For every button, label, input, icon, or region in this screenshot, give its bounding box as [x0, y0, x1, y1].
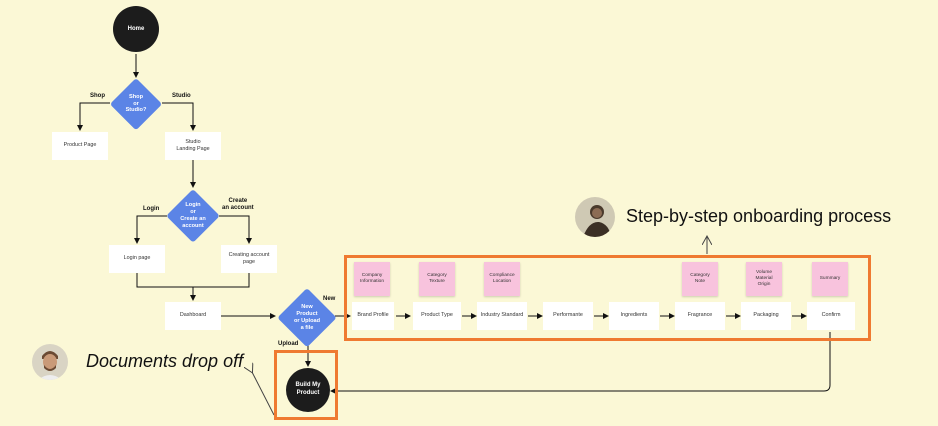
edge-shop [77, 102, 110, 131]
home-node[interactable]: Home [113, 6, 159, 52]
sticky-compliance-location[interactable]: Compliance Location [484, 262, 520, 296]
step-product-type[interactable]: Product Type [413, 302, 461, 330]
documents-annotation: Documents drop off [86, 351, 244, 371]
sticky-volume-material-origin[interactable]: Volume Material Origin [746, 262, 782, 296]
onboarding-highlight-frame [344, 255, 871, 341]
edge-label-shop: Shop [90, 93, 105, 99]
edge-create-merge [193, 273, 250, 288]
edge-studio [162, 102, 196, 131]
login-page-node[interactable]: Login page [109, 245, 165, 273]
avatar-onboarding-photo [575, 197, 615, 237]
studio-landing-node[interactable]: Studio Landing Page [165, 132, 221, 160]
step-ingredients[interactable]: Ingredients [609, 302, 659, 330]
edge-label-create-account: Create an account [222, 198, 254, 212]
step-industry-standard[interactable]: Industry Standard [477, 302, 527, 330]
dashboard-node[interactable]: Dashboard [165, 302, 221, 330]
login-or-create-decision[interactable]: Login or Create an account [166, 189, 220, 243]
edge-login-page-merge [136, 273, 193, 288]
new-or-upload-decision[interactable]: New Product or Upload a file [277, 288, 337, 348]
step-packaging[interactable]: Packaging [741, 302, 791, 330]
step-fragrance[interactable]: Fragrance [675, 302, 725, 330]
product-page-node[interactable]: Product Page [52, 132, 108, 160]
sticky-company-information[interactable]: Company Information [354, 262, 390, 296]
shop-or-studio-label: Shop or Studio? [125, 93, 147, 114]
step-brand-profile[interactable]: Brand Profile [352, 302, 394, 330]
shop-or-studio-decision[interactable]: Shop or Studio? [110, 78, 162, 130]
edge-label-login: Login [143, 206, 160, 212]
avatar-documents-photo [32, 344, 68, 380]
pointer-documents [252, 372, 275, 416]
edge-label-upload: Upload [278, 341, 299, 347]
creating-account-node[interactable]: Creating account page [221, 245, 277, 273]
new-or-upload-label: New Product or Upload a file [293, 304, 321, 331]
edge-login [134, 215, 167, 244]
step-performante[interactable]: Performante [543, 302, 593, 330]
build-highlight-frame [274, 350, 338, 420]
step-confirm[interactable]: Confirm [807, 302, 855, 330]
sticky-summary[interactable]: Summary [812, 262, 848, 296]
avatar-documents [32, 344, 68, 380]
edge-create-account [219, 215, 252, 244]
build-my-product-node[interactable]: Build My Product [286, 368, 330, 412]
sticky-category-note[interactable]: Category Note [682, 262, 718, 296]
edge-label-new: New [323, 296, 336, 302]
avatar-onboarding [575, 197, 615, 237]
login-or-create-label: Login or Create an account [180, 202, 206, 229]
edge-label-studio: Studio [172, 93, 191, 99]
edge-confirm-to-build [330, 332, 831, 394]
sticky-category-texture[interactable]: Category Texture [419, 262, 455, 296]
onboarding-annotation: Step-by-step onboarding process [626, 206, 892, 226]
